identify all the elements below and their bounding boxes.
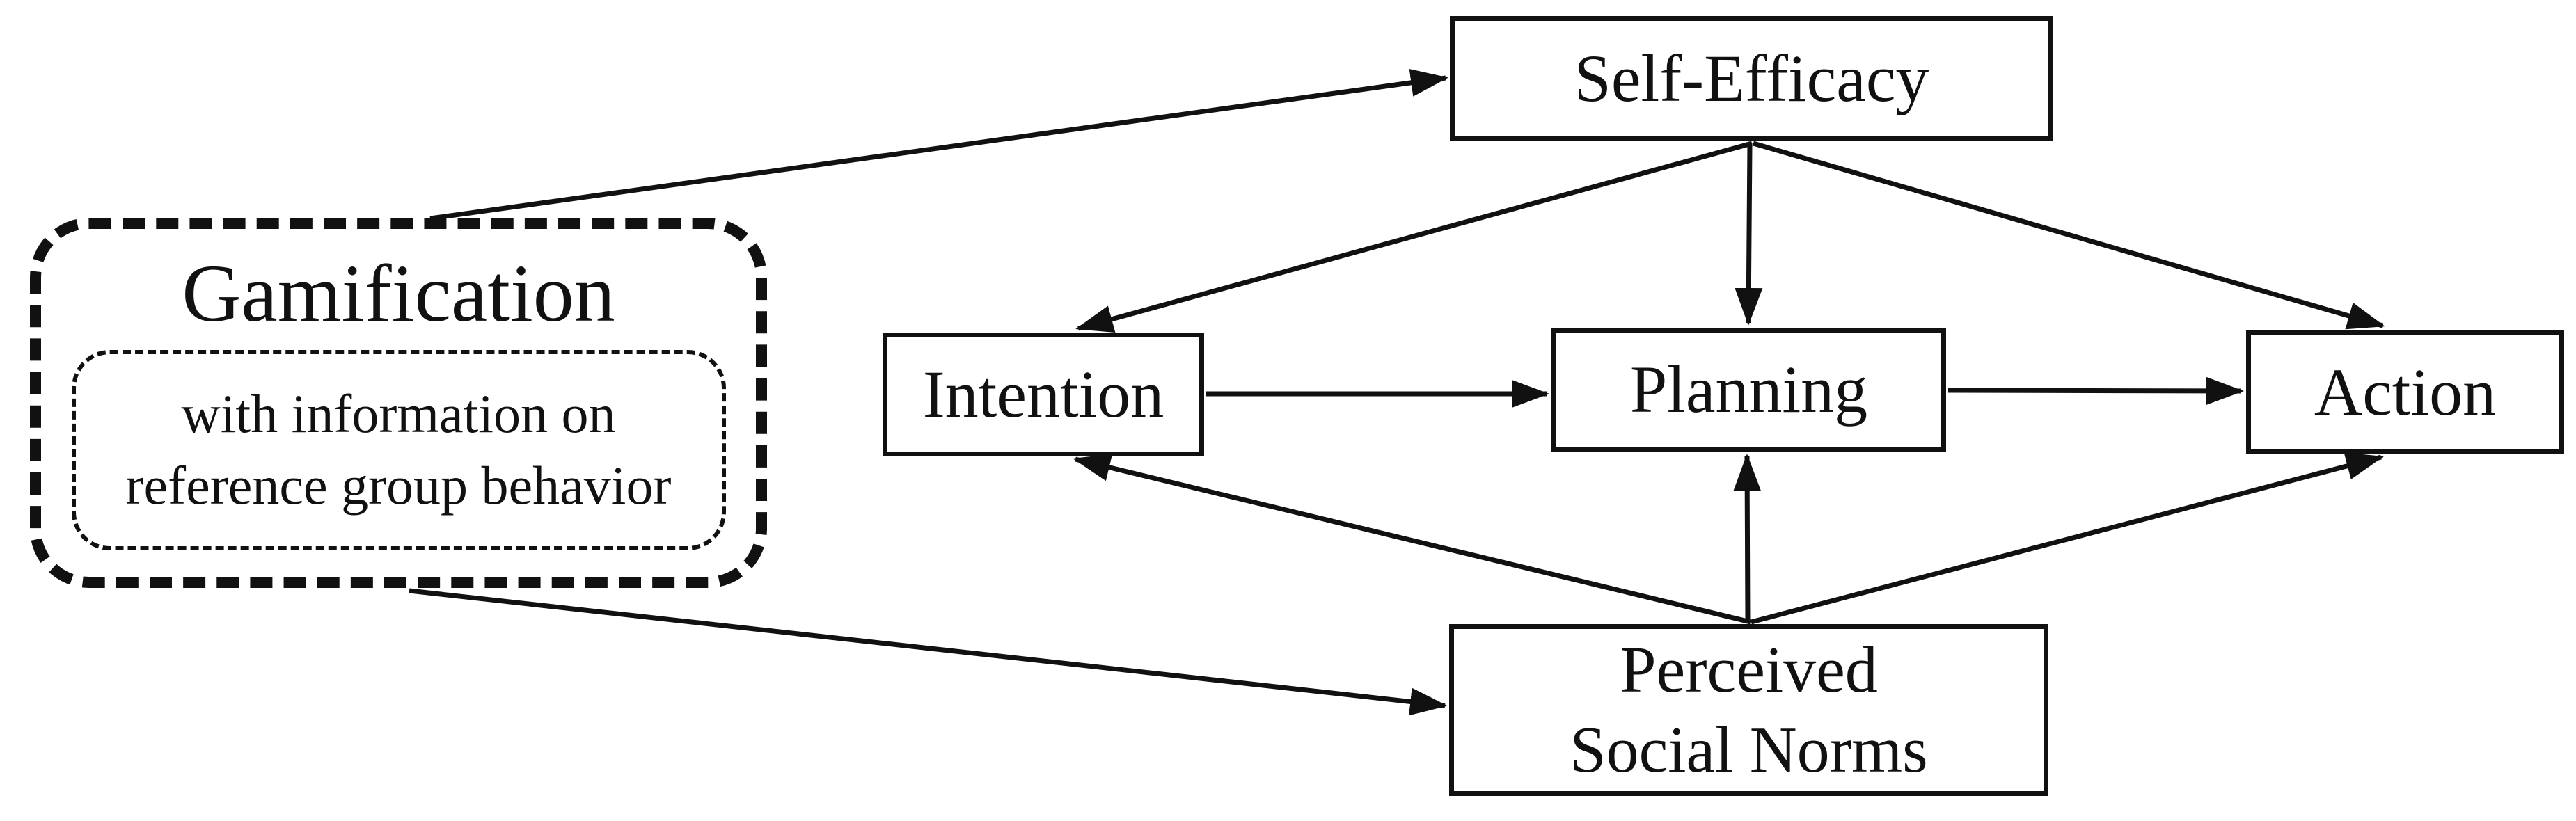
node-planning-label: Planning: [1629, 352, 1868, 427]
edge-gamification-to-perceived_social_norms: [409, 588, 1448, 716]
edge-gamification-to-self_efficacy: [429, 69, 1448, 221]
node-perceived-social-norms-label: Perceived Social Norms: [1570, 630, 1927, 790]
node-planning: Planning: [1551, 328, 1946, 452]
edge-planning-to-action: [1947, 376, 2244, 405]
edge-self_efficacy-to-planning: [1735, 143, 1763, 326]
node-gamification: Gamification with information on referen…: [30, 218, 767, 588]
node-self-efficacy: Self-Efficacy: [1450, 16, 2053, 141]
edge-perceived_social_norms-to-intention: [1073, 454, 1751, 625]
gamification-note-text: with information on reference group beha…: [125, 383, 672, 516]
psn-label-line-1: Perceived: [1620, 633, 1878, 706]
edge-perceived_social_norms-to-action: [1751, 452, 2384, 625]
psn-label-line-2: Social Norms: [1570, 713, 1928, 786]
edge-self_efficacy-to-action: [1753, 141, 2385, 330]
node-action-label: Action: [2314, 354, 2497, 429]
edge-self_efficacy-to-intention: [1075, 141, 1753, 333]
node-self-efficacy-label: Self-Efficacy: [1574, 40, 1929, 115]
node-intention: Intention: [883, 333, 1204, 456]
gamification-title: Gamification: [182, 248, 615, 339]
gamification-note-box: with information on reference group beha…: [71, 349, 726, 550]
node-perceived-social-norms: Perceived Social Norms: [1449, 624, 2048, 796]
node-intention-label: Intention: [922, 356, 1164, 431]
edge-perceived_social_norms-to-planning: [1733, 454, 1762, 623]
node-action: Action: [2246, 330, 2564, 454]
